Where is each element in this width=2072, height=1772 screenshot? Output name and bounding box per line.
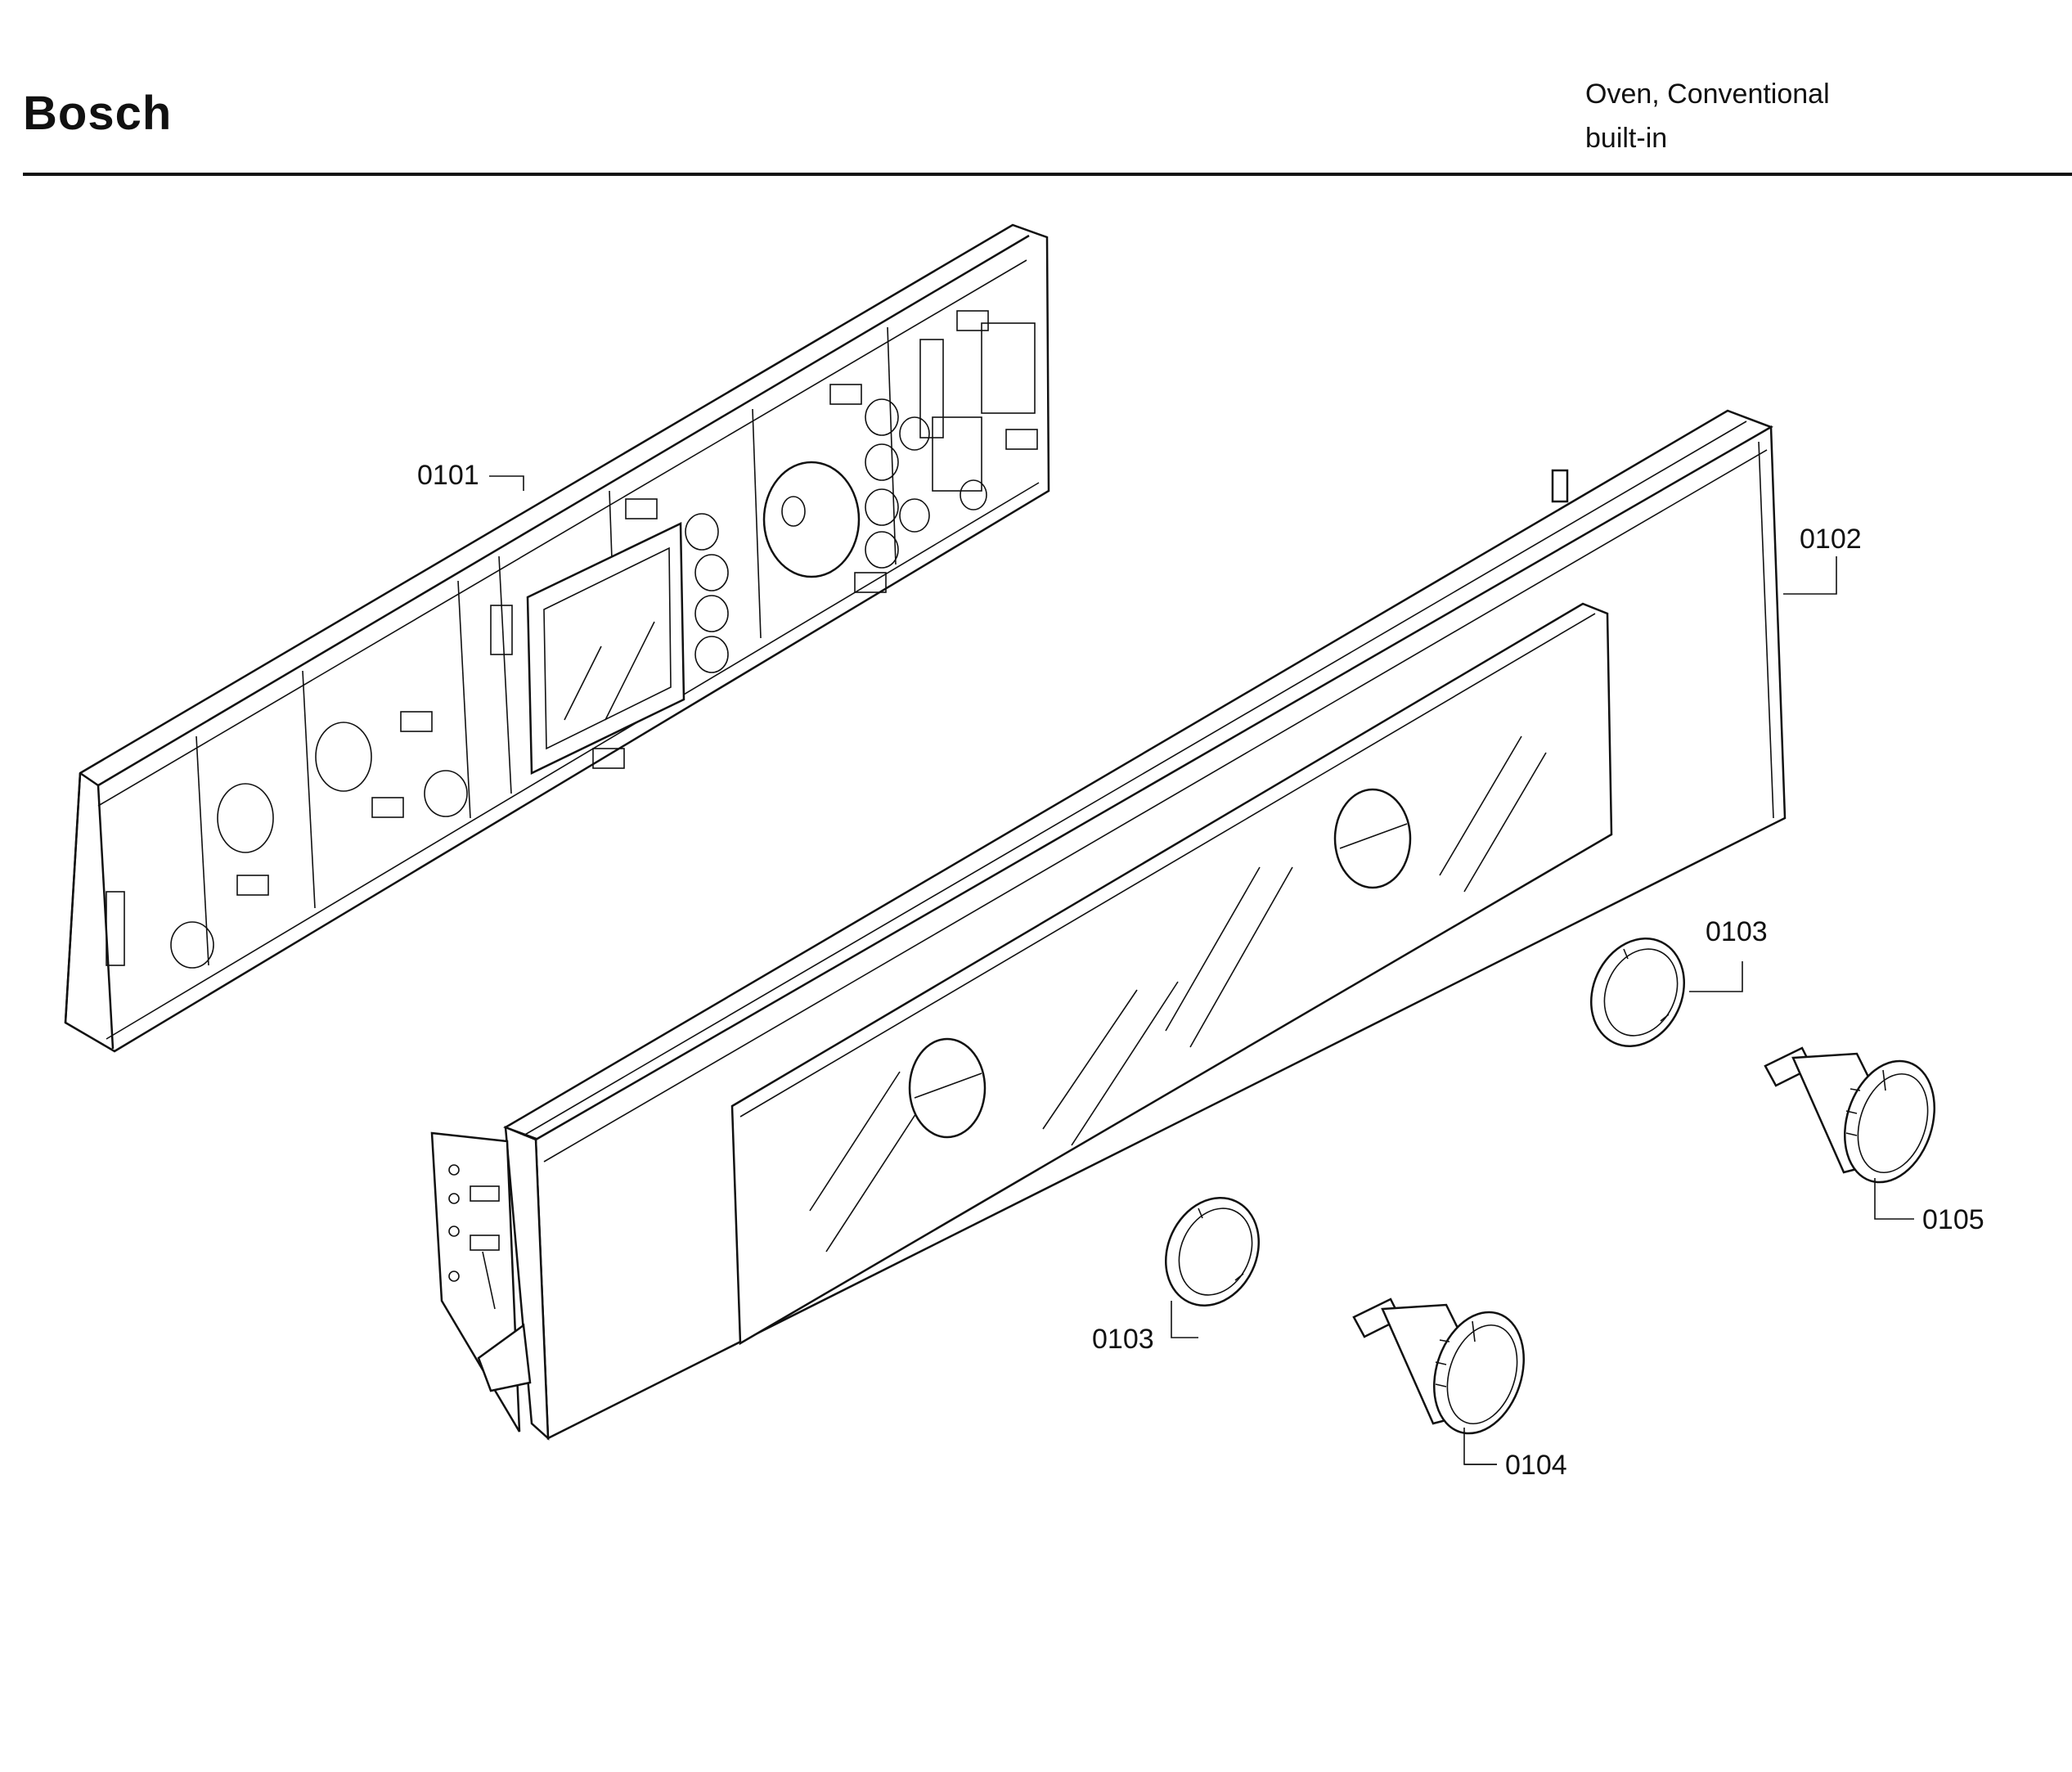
part-0104-control-knob <box>1352 1298 1525 1435</box>
callout-0103-upper: 0103 <box>1706 916 1768 947</box>
part-0103-trim-ring-lower <box>1164 1197 1261 1307</box>
brand-name: Bosch <box>23 87 173 140</box>
callout-0105: 0105 <box>1922 1204 1984 1235</box>
leader-lines <box>489 475 1914 1465</box>
part-0101-control-housing <box>64 223 1050 1053</box>
callout-0103-lower: 0103 <box>1092 1324 1154 1355</box>
header-divider <box>23 173 2072 176</box>
part-0103-trim-ring-upper <box>1589 938 1686 1047</box>
product-type: Oven, Conventional <box>1585 79 1830 110</box>
part-0102-control-panel <box>430 409 1787 1441</box>
callout-0101: 0101 <box>417 460 479 491</box>
callout-0104: 0104 <box>1505 1450 1567 1481</box>
part-0105-control-knob <box>1764 1046 1935 1184</box>
callout-0102: 0102 <box>1800 524 1862 555</box>
product-subtype: built-in <box>1585 123 1668 154</box>
